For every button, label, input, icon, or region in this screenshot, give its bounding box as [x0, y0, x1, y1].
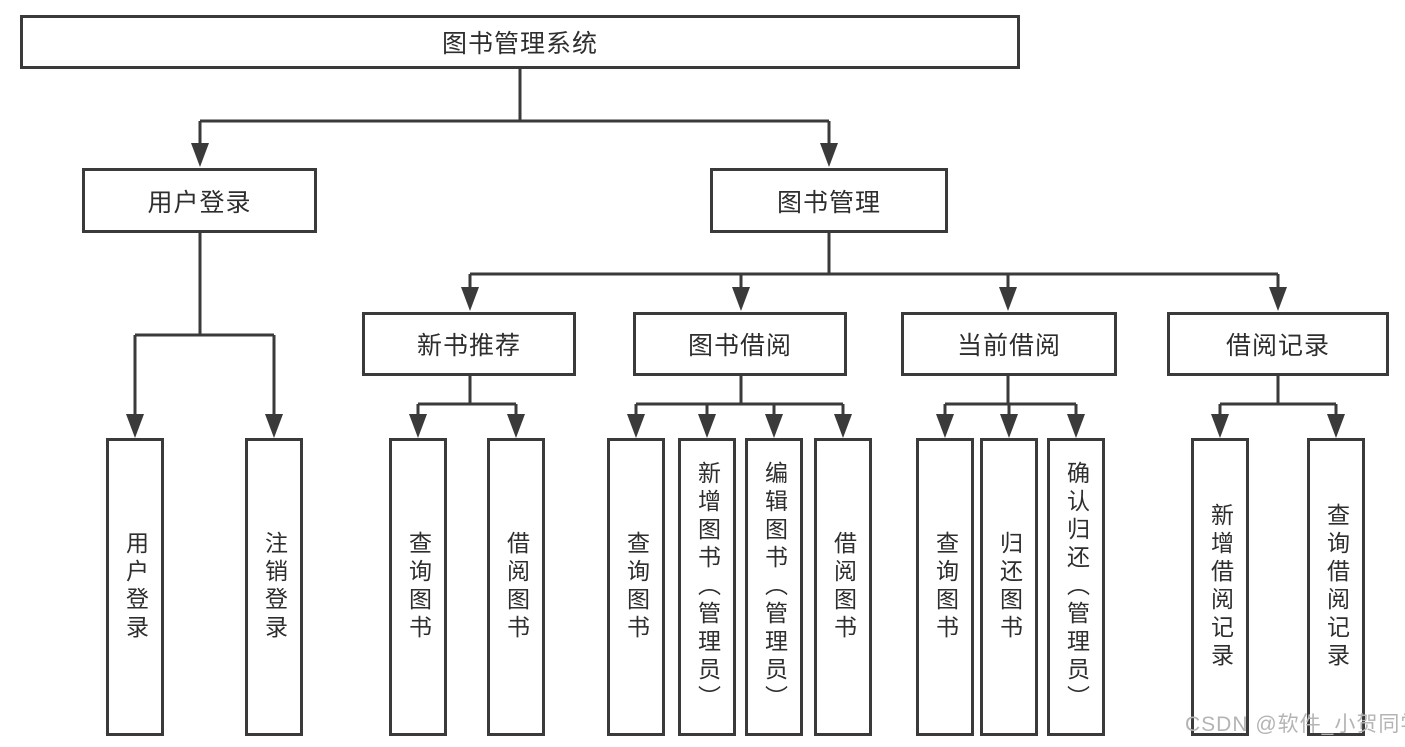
node-current-search-books: 查询图书	[916, 438, 974, 736]
arrowheads	[126, 143, 1345, 438]
node-book-management: 图书管理	[710, 168, 948, 233]
node-borrowing-borrow-books: 借阅图书	[814, 438, 872, 736]
node-user-login: 用户登录	[82, 168, 317, 233]
node-book-borrowing: 图书借阅	[633, 312, 847, 376]
node-add-borrow-record: 新增借阅记录	[1191, 438, 1249, 736]
node-library-management-system: 图书管理系统	[20, 15, 1020, 69]
node-search-borrow-record: 查询借阅记录	[1307, 438, 1365, 736]
node-current-borrowing: 当前借阅	[901, 312, 1117, 376]
csdn-watermark: CSDN @软件_小贺同学	[1185, 713, 1405, 736]
node-recommend-borrow-books: 借阅图书	[487, 438, 545, 736]
node-borrowing-search-books: 查询图书	[607, 438, 665, 736]
node-return-books: 归还图书	[980, 438, 1038, 736]
tree-edges	[133, 69, 1338, 416]
node-recommend-search-books: 查询图书	[389, 438, 447, 736]
node-add-books-admin: 新增图书（管理员）	[678, 438, 736, 736]
node-confirm-return-admin: 确认归还（管理员）	[1047, 438, 1105, 736]
node-new-book-recommend: 新书推荐	[362, 312, 576, 376]
node-logout-action: 注销登录	[245, 438, 303, 736]
node-borrowing-records: 借阅记录	[1167, 312, 1389, 376]
node-edit-books-admin: 编辑图书（管理员）	[745, 438, 803, 736]
node-user-login-action: 用户登录	[106, 438, 164, 736]
